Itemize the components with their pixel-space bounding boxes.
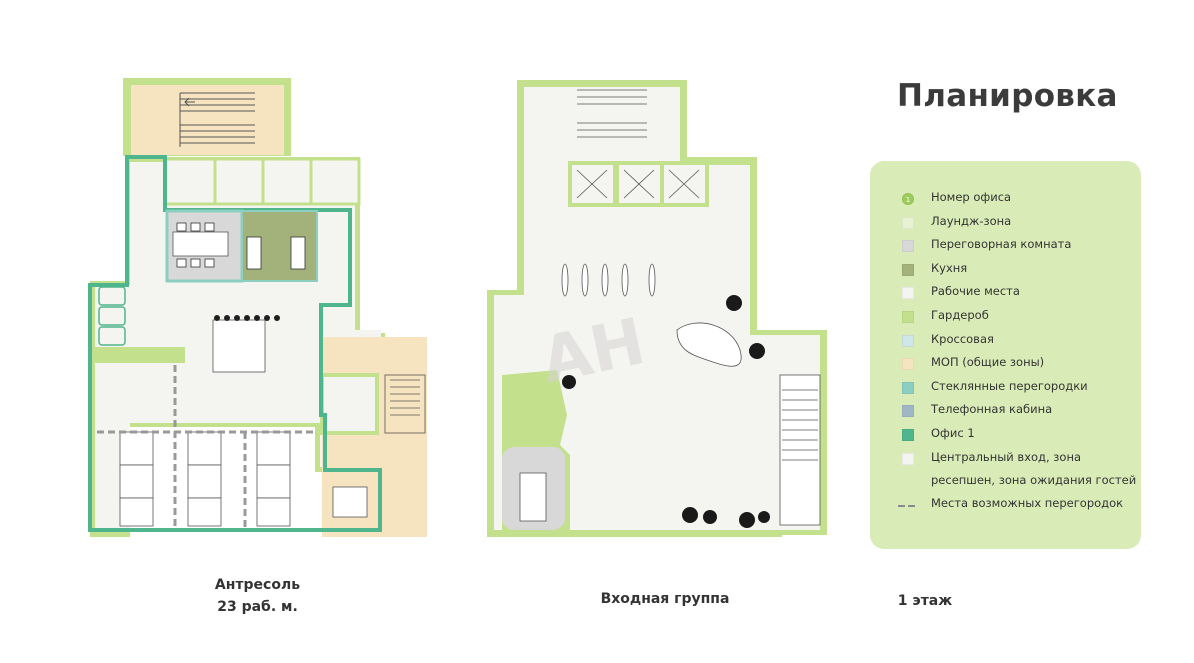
legend-item: МОП (общие зоны) — [870, 355, 1141, 380]
legend-item: Центральный вход, зона ресепшен, зона ож… — [870, 450, 1141, 497]
caption-mezzanine-title: Антресоль — [214, 577, 301, 593]
window-boxes — [163, 157, 361, 206]
caption-mezzanine-seats: 23 раб. м. — [217, 599, 298, 615]
workstations — [119, 431, 368, 527]
legend-swatch — [902, 240, 914, 253]
legend-item: Кроссовая — [870, 332, 1141, 357]
legend-item: Лаундж-зона — [870, 214, 1141, 239]
entry-group-floor-plan: AH — [487, 80, 827, 537]
plants-row — [214, 315, 280, 321]
legend-label: Офис 1 — [931, 425, 975, 440]
elevators — [568, 161, 709, 207]
legend-label: Стеклянные перегородки — [931, 378, 1088, 393]
legend-swatch — [898, 504, 918, 507]
possible-partitions — [97, 365, 315, 530]
legend-swatch — [902, 428, 914, 441]
mezzanine-floor-plan — [88, 78, 427, 537]
legend-item: 1 Номер офиса — [870, 190, 1141, 215]
legend-label: Места возможных перегородок — [931, 495, 1124, 510]
legend-label: Центральный вход, зона ресепшен, зона ож… — [931, 449, 1137, 487]
legend-swatch — [902, 405, 914, 418]
legend-swatch — [902, 263, 914, 276]
legend-item: Места возможных перегородок — [870, 496, 1141, 521]
legend-item: Стеклянные перегородки — [870, 379, 1141, 404]
legend-item: Офис 1 — [870, 426, 1141, 451]
legend-label: Номер офиса — [931, 190, 1012, 204]
caption-mezzanine: Антресоль 23 раб. м. — [170, 574, 345, 618]
legend-swatch — [902, 334, 914, 347]
legend-item: Переговорная комната — [870, 237, 1141, 262]
legend-swatch — [902, 452, 914, 465]
page-title: Планировка — [897, 78, 1118, 114]
legend-label: Кухня — [931, 260, 968, 275]
legend-swatch — [902, 287, 914, 300]
legend-swatch — [902, 381, 914, 394]
legend-label: Телефонная кабина — [931, 402, 1053, 417]
legend-swatch — [902, 358, 914, 371]
plants — [562, 295, 770, 528]
legend-swatch: 1 — [902, 193, 914, 205]
legend-item: Гардероб — [870, 308, 1141, 333]
central-table — [212, 319, 266, 373]
legend-label: Рабочие места — [931, 284, 1020, 299]
reception-desk — [676, 322, 742, 367]
legend-label: Переговорная комната — [931, 237, 1072, 252]
stairs-top — [179, 92, 255, 147]
legend-item: Рабочие места — [870, 284, 1141, 309]
legend-label: Кроссовая — [931, 331, 994, 346]
legend-item: Кухня — [870, 261, 1141, 286]
legend-label: Гардероб — [931, 307, 989, 322]
legend-swatch — [902, 310, 914, 323]
legend-swatch — [902, 216, 914, 229]
caption-floor: 1 этаж — [897, 593, 953, 609]
legend-label: МОП (общие зоны) — [931, 355, 1045, 370]
legend-item: Телефонная кабина — [870, 402, 1141, 427]
caption-entry-group: Входная группа — [600, 591, 730, 607]
legend-label: Лаундж-зона — [931, 213, 1012, 228]
